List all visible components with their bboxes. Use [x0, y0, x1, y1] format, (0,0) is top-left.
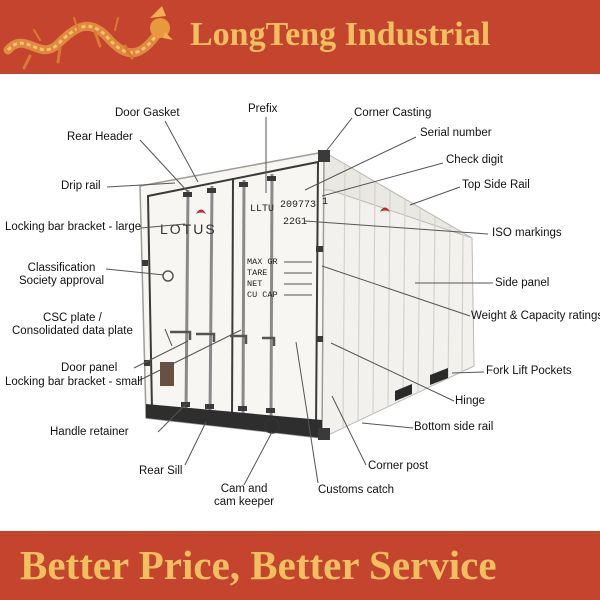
fork-lift-pocket — [430, 368, 448, 385]
label-rear-sill: Rear Sill — [139, 465, 183, 477]
lotus-logo-icon-side — [380, 207, 390, 212]
weight-panel: MAX GR TARE NET CU CAP — [247, 257, 278, 300]
container-diagram: LOTUS LLTU 209773 1 22G1 MAX GR TARE NET… — [0, 74, 600, 531]
cam-keeper-circle — [264, 418, 280, 434]
corner-casting-bottom — [318, 428, 330, 440]
door-split — [231, 177, 234, 421]
label-cam-line1: Cam and — [220, 483, 268, 495]
side-corrugations — [342, 164, 464, 429]
weight-label-3: NET — [247, 279, 262, 289]
footer-banner: Better Price, Better Service — [0, 531, 600, 600]
label-locking-bar-large: Locking bar bracket - large — [5, 221, 142, 233]
header-banner: LongTeng Industrial — [0, 0, 600, 74]
label-csc-line1: CSC plate / — [43, 312, 102, 324]
iso-code: 22G1 — [283, 217, 307, 228]
label-hinge: Hinge — [455, 395, 486, 407]
lotus-logo-icon — [196, 209, 206, 214]
label-handle-retainer: Handle retainer — [50, 426, 129, 438]
label-classification-line2: Society approval — [19, 275, 105, 287]
label-cam-keeper: Cam and cam keeper — [214, 483, 274, 509]
label-rear-header: Rear Header — [67, 131, 133, 143]
label-door-panel: Door panel — [61, 362, 118, 374]
weight-label-2: TARE — [247, 268, 267, 278]
label-bottom-side-rail: Bottom side rail — [414, 421, 494, 433]
brand-title: LongTeng Industrial — [190, 16, 491, 53]
label-locking-bar-small: Locking bar bracket - small — [5, 376, 143, 388]
label-csc-line2: Consolidated data plate — [12, 325, 133, 337]
label-side-panel: Side panel — [495, 277, 550, 289]
logo-text-door: LOTUS — [160, 221, 217, 237]
label-customs-catch: Customs catch — [318, 484, 395, 496]
weight-label-4: CU CAP — [247, 290, 278, 300]
label-corner-post: Corner post — [368, 460, 429, 472]
label-drip-rail: Drip rail — [61, 180, 101, 192]
label-corner-casting: Corner Casting — [354, 107, 432, 119]
serial-code: 209773 — [280, 200, 316, 211]
label-top-side-rail: Top Side Rail — [462, 179, 530, 191]
hinges — [142, 246, 323, 366]
label-classification: Classification Society approval — [19, 262, 104, 288]
fork-lift-pocket — [395, 384, 412, 401]
check-digit-code: 1 — [322, 197, 328, 208]
label-classification-line1: Classification — [27, 262, 96, 274]
classification-disc — [162, 270, 174, 282]
label-weight-capacity: Weight & Capacity ratings — [471, 310, 600, 322]
slogan-text: Better Price, Better Service — [20, 542, 497, 588]
label-check-digit: Check digit — [446, 154, 503, 166]
weight-label-1: MAX GR — [247, 257, 278, 267]
label-cam-line2: cam keeper — [214, 496, 275, 508]
lock-handles — [170, 330, 276, 346]
prefix-code: LLTU — [250, 204, 274, 215]
label-fork-lift: Fork Lift Pockets — [486, 365, 572, 377]
container-illustration: LOTUS LLTU 209773 1 22G1 MAX GR TARE NET… — [105, 117, 493, 486]
label-serial-number: Serial number — [420, 127, 492, 139]
label-prefix: Prefix — [248, 103, 278, 115]
label-door-gasket: Door Gasket — [115, 107, 180, 119]
csc-plate — [160, 362, 174, 386]
leader-lines — [105, 117, 493, 486]
weight-values — [284, 261, 312, 296]
label-iso-markings: ISO markings — [492, 227, 562, 239]
dragon-logo — [3, 6, 173, 70]
label-csc-plate: CSC plate / Consolidated data plate — [12, 312, 133, 338]
corner-casting — [318, 150, 330, 162]
locking-bars — [184, 173, 274, 421]
